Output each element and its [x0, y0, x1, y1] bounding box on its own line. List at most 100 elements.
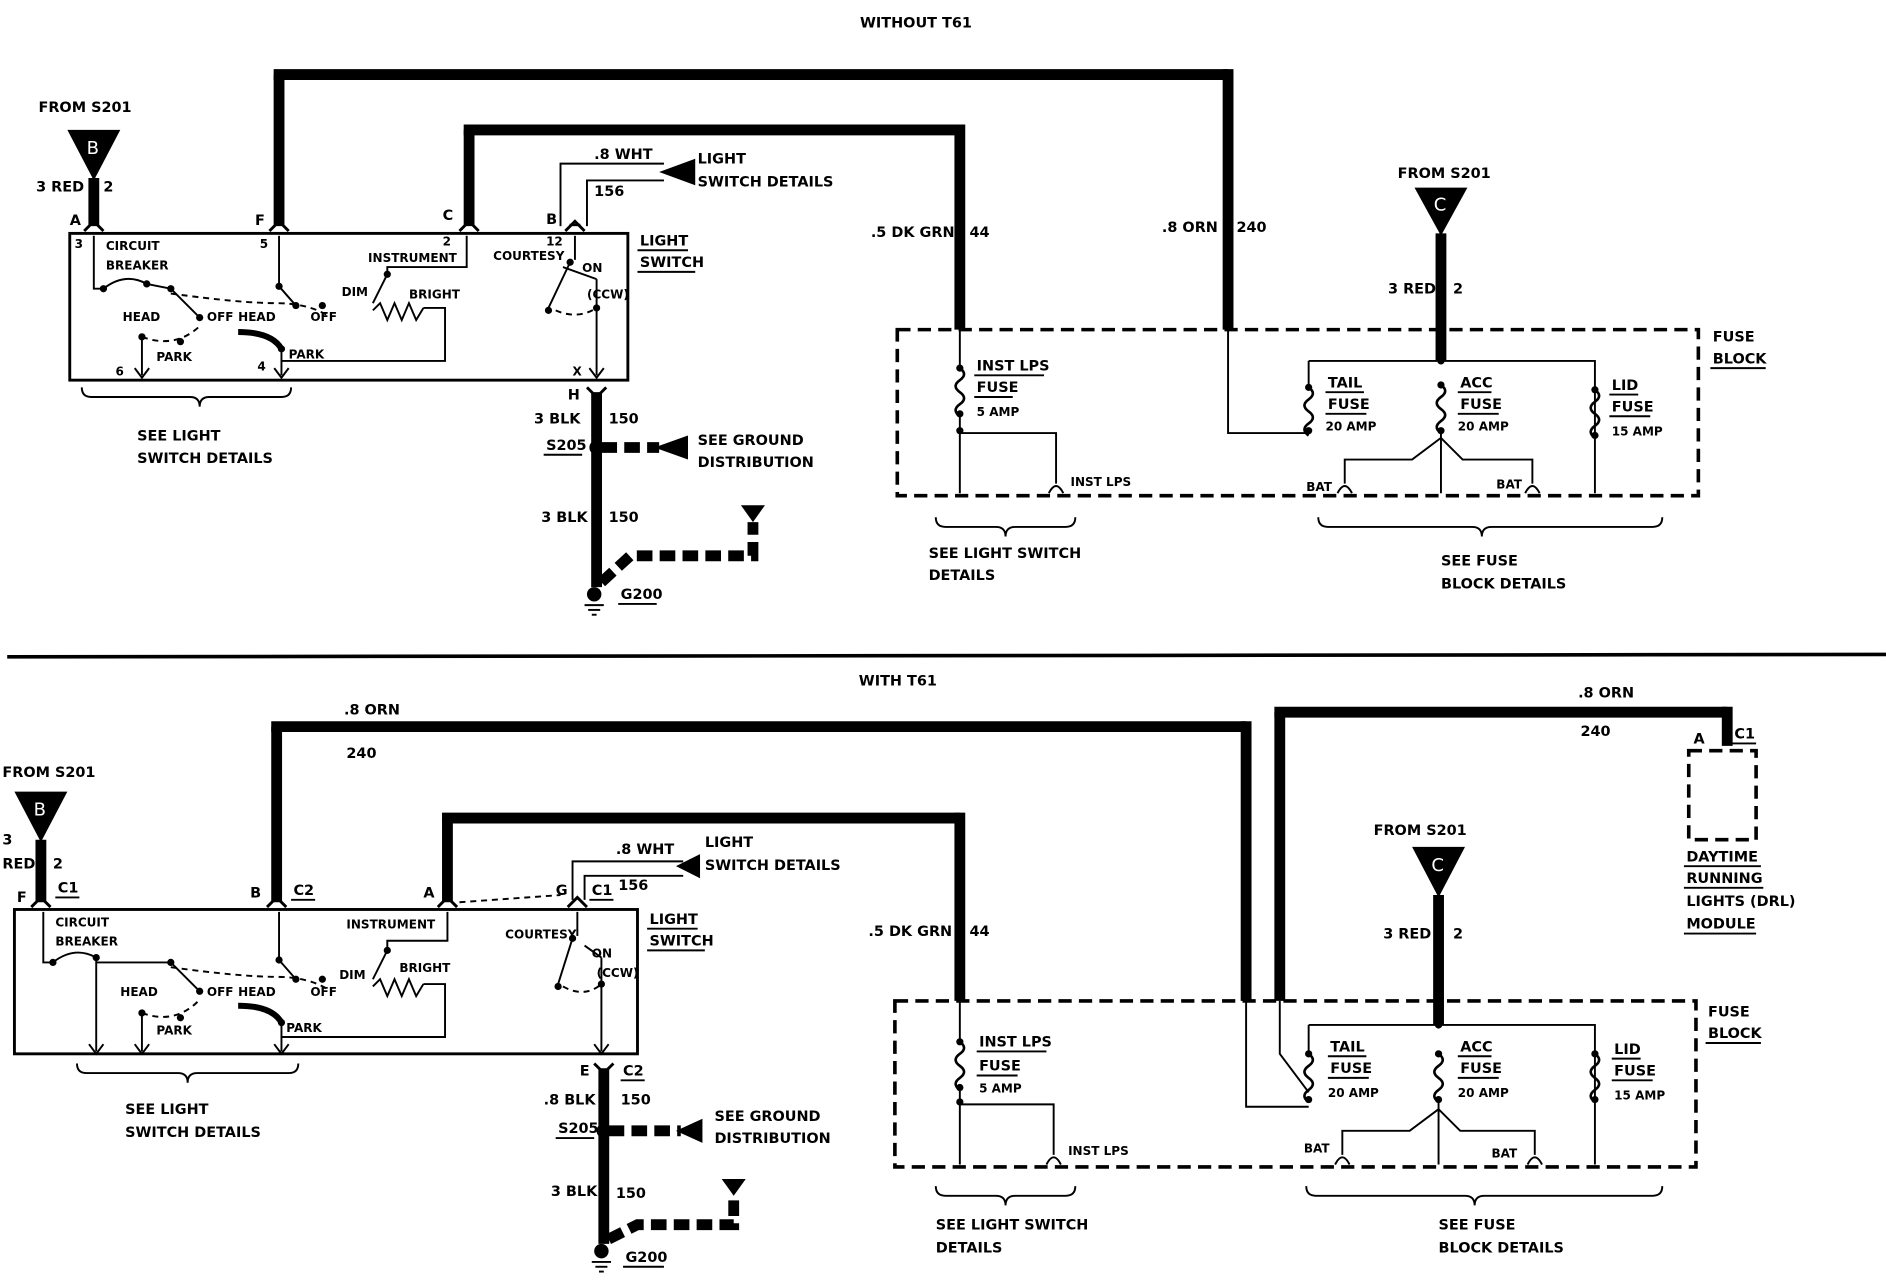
blk-wire-label: 3 BLK: [551, 1184, 598, 1200]
pin-label: 6: [115, 364, 123, 378]
blk-wire-label: .8 BLK: [544, 1092, 597, 1108]
fuse-block-outline: [893, 999, 1698, 1169]
fuse-label: TAIL: [1330, 1039, 1364, 1055]
bat-label: BAT: [1306, 480, 1333, 494]
blk-circuit-label: 150: [609, 510, 639, 526]
fuse-block-label: FUSE: [1708, 1005, 1750, 1021]
connector-label: C1: [58, 881, 79, 897]
park-label: PARK: [156, 1024, 192, 1038]
see-fuse-block-label: SEE FUSE: [1439, 1217, 1516, 1233]
head-label: HEAD: [120, 985, 158, 999]
fuse-label: FUSE: [1614, 1063, 1656, 1079]
connector-label: C1: [592, 883, 613, 899]
fuse-amp-label: 5 AMP: [979, 1081, 1022, 1095]
dim-label: DIM: [342, 285, 368, 299]
connector-c-triangle: [1414, 187, 1468, 236]
fuse-label: ACC: [1460, 375, 1492, 391]
fuse-label: FUSE: [1328, 397, 1370, 413]
light-switch-details-label: SWITCH DETAILS: [698, 174, 834, 190]
on-label: ON: [582, 261, 602, 275]
ccw-label: (CCW): [587, 287, 629, 301]
pin-label: H: [568, 387, 580, 403]
bright-label: BRIGHT: [399, 961, 451, 975]
light-switch-details-label: SWITCH DETAILS: [705, 858, 841, 874]
see-light-switch-details-label: DETAILS: [936, 1240, 1003, 1256]
drl-module-label: DAYTIME: [1686, 849, 1758, 865]
pin-label: A: [1694, 731, 1706, 747]
connector-c-letter: C: [1434, 195, 1447, 216]
orn-wire-label: .8 ORN: [344, 703, 400, 719]
pin-label: 12: [546, 234, 563, 248]
wire-color-label: 3 RED: [36, 179, 84, 195]
circuit-number-label: 2: [103, 179, 113, 195]
connector-label: C2: [623, 1063, 644, 1079]
wht-circuit-label: 156: [618, 878, 648, 894]
fuse-label: LID: [1612, 378, 1639, 394]
circuit-breaker-label: BREAKER: [106, 258, 169, 272]
off-label: OFF: [207, 310, 234, 324]
connector-c-letter: C: [1431, 855, 1444, 876]
splice-s205-label: S205: [546, 438, 586, 454]
pin-label: F: [255, 213, 265, 229]
orn-circuit-label: 240: [1236, 220, 1266, 236]
wht-wire-label: .8 WHT: [616, 842, 675, 858]
fuse-amp-label: 5 AMP: [977, 405, 1020, 419]
fuse-amp-label: 20 AMP: [1325, 420, 1376, 434]
see-fuse-block-label: BLOCK DETAILS: [1441, 576, 1566, 592]
fuse-label: FUSE: [979, 1059, 1021, 1075]
orn-circuit-label: 240: [346, 746, 376, 762]
park-label: PARK: [286, 1021, 322, 1035]
light-switch-label: LIGHT: [650, 912, 698, 928]
orn-wire-label: .8 ORN: [1578, 686, 1634, 702]
bat-label: BAT: [1496, 477, 1523, 491]
pin-label: 4: [257, 360, 265, 374]
fuse-block-outline: [895, 327, 1701, 498]
park-label: PARK: [289, 347, 325, 361]
orn-circuit-label: 240: [1580, 724, 1610, 740]
see-light-switch-details-label: DETAILS: [929, 568, 996, 584]
fuse-block-label: FUSE: [1713, 330, 1755, 346]
light-switch-details-label: LIGHT: [705, 835, 753, 851]
off-label: OFF: [207, 985, 234, 999]
fuse-amp-label: 20 AMP: [1458, 420, 1509, 434]
blk-circuit-label: 150: [621, 1092, 651, 1108]
see-fuse-block-label: BLOCK DETAILS: [1439, 1240, 1564, 1256]
pin-label: C: [443, 208, 454, 224]
see-light-switch-details-label: SEE LIGHT SWITCH: [936, 1217, 1089, 1233]
circuit-number-label: 2: [1453, 282, 1463, 298]
blk-wire-label: 3 BLK: [541, 510, 588, 526]
courtesy-label: COURTESY: [505, 927, 577, 941]
pin-label: A: [70, 213, 82, 229]
pin-label: E: [580, 1063, 590, 1079]
grn-wire-label: .5 DK GRN: [871, 225, 955, 241]
inst-lps-output-label: INST LPS: [1070, 475, 1131, 489]
instrument-label: INSTRUMENT: [368, 251, 458, 265]
light-switch-details-arrow: [675, 854, 701, 879]
connector-b-letter: B: [87, 138, 99, 159]
section-with-t61: WITH T61 FROM S201 B 3 RED 2 F C1 LIGHT …: [2, 674, 1795, 1273]
fuse-block-label: BLOCK: [1713, 351, 1768, 367]
ccw-label: (CCW): [597, 966, 639, 980]
light-switch-label: SWITCH: [650, 934, 714, 950]
fuse-label: FUSE: [1612, 399, 1654, 415]
fuse-amp-label: 20 AMP: [1458, 1086, 1509, 1100]
pin-label: X: [573, 364, 583, 378]
connector-b-triangle: [14, 791, 68, 843]
wire-color-label: 3 RED: [1383, 926, 1431, 942]
bat-label: BAT: [1491, 1146, 1518, 1160]
inst-lps-output-label: INST LPS: [1068, 1144, 1129, 1158]
light-switch-details-label: LIGHT: [698, 152, 746, 168]
head-label: HEAD: [123, 310, 161, 324]
see-ground-label: SEE GROUND: [698, 433, 804, 449]
head-label: HEAD: [238, 985, 276, 999]
bright-label: BRIGHT: [409, 287, 461, 301]
courtesy-label: COURTESY: [493, 249, 565, 263]
drl-module-label: RUNNING: [1686, 871, 1762, 887]
light-switch-box: [12, 908, 639, 1056]
fuse-amp-label: 20 AMP: [1328, 1086, 1379, 1100]
fuse-amp-label: 15 AMP: [1612, 424, 1663, 438]
connector-c-triangle: [1412, 846, 1466, 898]
light-switch-box: [68, 231, 630, 382]
section-without-t61: WITHOUT T61 FROM S201 B 3 RED 2 A LIGHT …: [36, 16, 1768, 616]
